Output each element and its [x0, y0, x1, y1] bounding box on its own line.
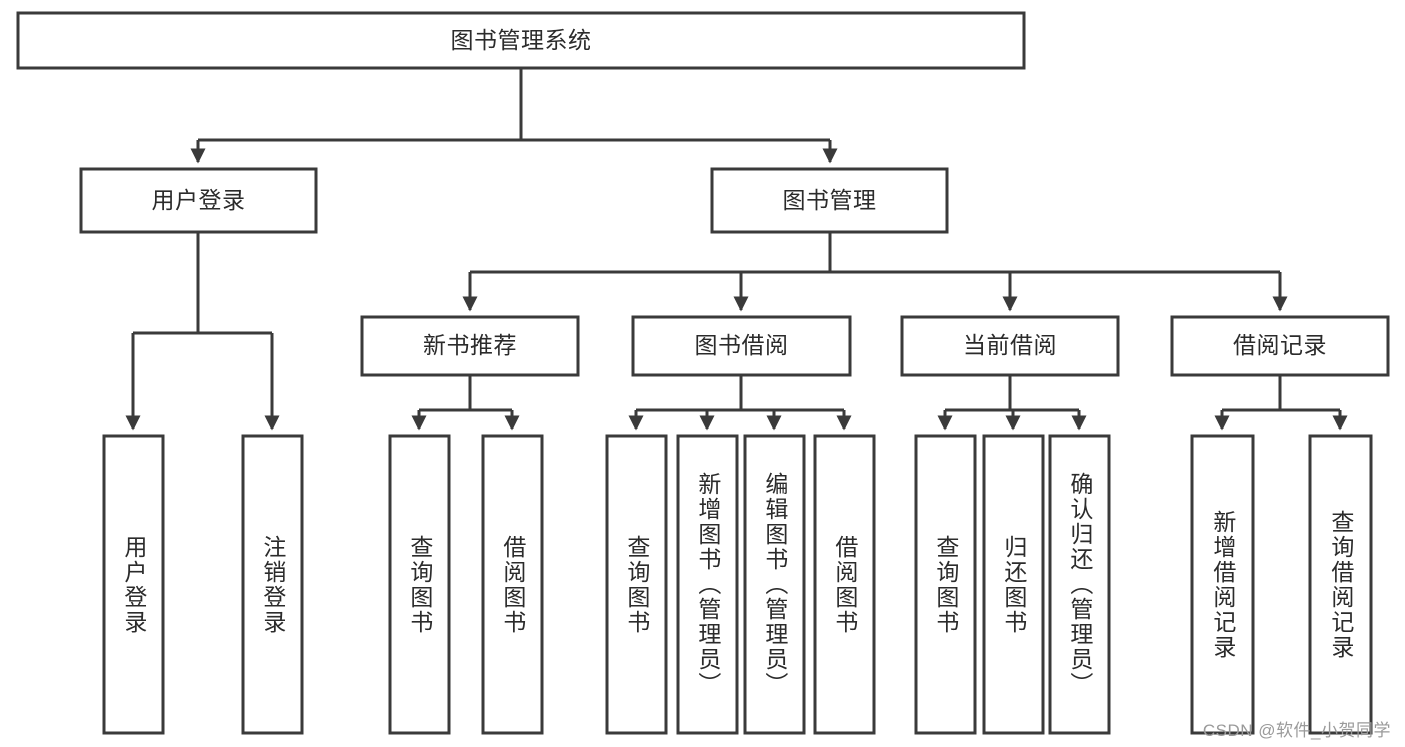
- node-box-leaf-borrow-book-1[interactable]: [481, 434, 544, 735]
- node-box-leaf-add-book-admin[interactable]: [676, 434, 739, 735]
- connector-bookborrow-to-leaves: [628, 375, 852, 431]
- node-box-leaf-add-borrow-record[interactable]: [1190, 434, 1255, 735]
- node-box-leaf-query-book-3[interactable]: [914, 434, 977, 735]
- node-box-borrow-record[interactable]: [1170, 315, 1390, 377]
- node-box-leaf-query-book-2[interactable]: [605, 434, 668, 735]
- node-box-current-borrow[interactable]: [900, 315, 1120, 377]
- connector-userlogin-to-leaves: [125, 232, 280, 431]
- node-box-leaf-user-login[interactable]: [102, 434, 165, 735]
- node-box-leaf-return-book[interactable]: [982, 434, 1045, 735]
- node-box-book-borrow[interactable]: [631, 315, 852, 377]
- node-box-leaf-query-book-1[interactable]: [388, 434, 451, 735]
- node-box-leaf-borrow-book-2[interactable]: [813, 434, 876, 735]
- connector-currentborrow-to-leaves: [937, 375, 1087, 431]
- node-box-leaf-query-borrow-record[interactable]: [1308, 434, 1373, 735]
- connector-root-to-level2: [190, 68, 838, 164]
- node-box-root[interactable]: [16, 11, 1026, 70]
- node-box-leaf-logout[interactable]: [241, 434, 304, 735]
- node-box-leaf-confirm-return-admin[interactable]: [1048, 434, 1111, 735]
- node-box-leaf-edit-book-admin[interactable]: [743, 434, 806, 735]
- node-box-new-book-recommend[interactable]: [360, 315, 580, 377]
- connector-bookmanage-to-level3: [462, 232, 1288, 312]
- node-box-user-login[interactable]: [79, 167, 318, 234]
- watermark-text: CSDN @软件_小贺同学: [1202, 721, 1391, 740]
- connector-borrowrecord-to-leaves: [1214, 375, 1348, 431]
- node-box-book-manage[interactable]: [710, 167, 949, 234]
- connector-newbook-to-leaves: [411, 375, 520, 431]
